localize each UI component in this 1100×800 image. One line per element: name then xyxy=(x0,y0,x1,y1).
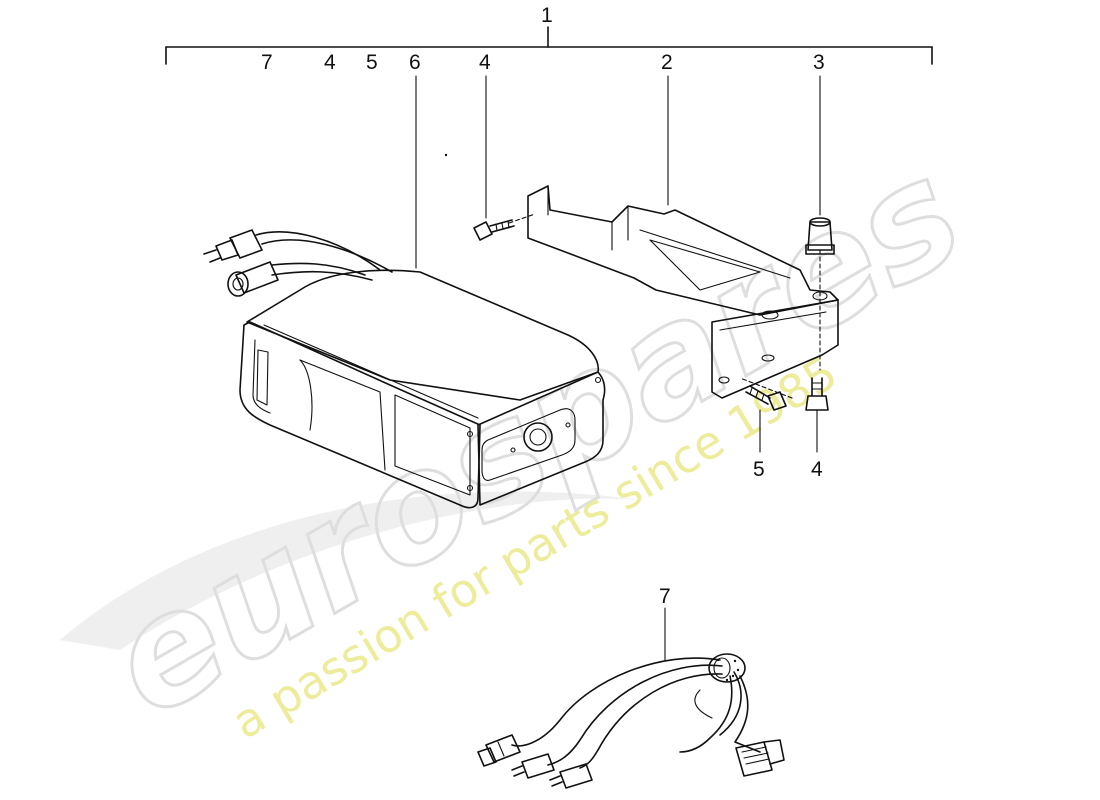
callout-4-lower: 4 xyxy=(811,458,823,481)
callout-3: 3 xyxy=(813,51,825,74)
callout-range-4: 4 xyxy=(324,51,336,74)
callout-7: 7 xyxy=(659,585,671,608)
callout-4-screw: 4 xyxy=(479,51,491,74)
callout-range-5: 5 xyxy=(366,51,378,74)
reference-dot xyxy=(444,153,448,157)
dual-pin-plug xyxy=(203,229,263,263)
callout-5: 5 xyxy=(753,458,765,481)
callout-1: 1 xyxy=(541,4,553,27)
callout-6: 6 xyxy=(409,51,421,74)
mounting-bracket xyxy=(527,185,839,399)
changer-cables xyxy=(203,229,393,297)
screw-lower xyxy=(745,385,787,411)
round-socket-plug xyxy=(227,261,279,297)
harness-grommet xyxy=(708,653,746,683)
cd-changer-unit xyxy=(239,269,606,509)
harness-rca-plug-1 xyxy=(511,753,555,779)
harness-rca-plug-2 xyxy=(549,763,593,789)
screw-top xyxy=(473,219,515,241)
leader-lines xyxy=(415,75,821,661)
watermark-brand: eurospares xyxy=(81,126,989,751)
cap-nut xyxy=(805,217,835,255)
cable-harness xyxy=(477,653,785,789)
callout-2: 2 xyxy=(661,51,673,74)
watermark-swoosh xyxy=(60,491,640,650)
harness-plug-left xyxy=(477,734,521,767)
screw-bottom xyxy=(805,377,829,411)
callout-range-7: 7 xyxy=(261,51,273,74)
harness-multipin-connector xyxy=(735,739,785,777)
assembly-bracket-line xyxy=(165,26,933,65)
